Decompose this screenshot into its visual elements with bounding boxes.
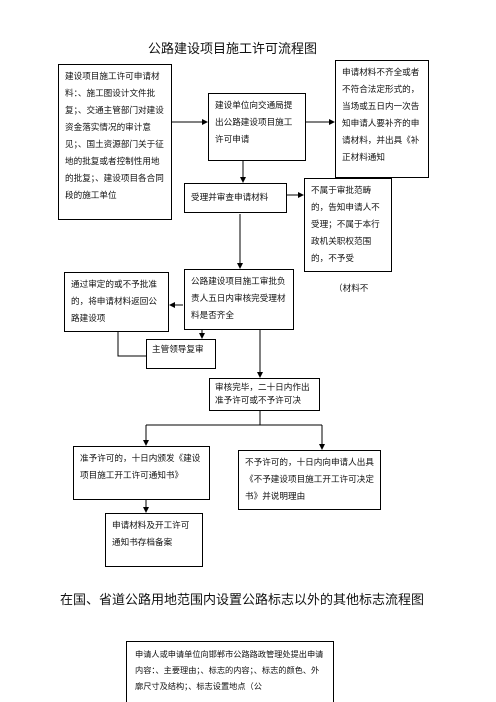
line-leader-loop	[117, 330, 146, 357]
box-accept-and-review: 受理并审查申请材料	[184, 183, 287, 213]
box-submit-application: 建设单位向交通局提出公路建设项目施工许可申请	[208, 93, 306, 161]
box-leader-review: 主管领导复审	[146, 339, 216, 369]
not-accepted-overflow-text: （材料不	[334, 284, 369, 294]
box-approve-permit: 准予许可的，十日内颁发《建设项目施工开工许可通知书》	[73, 446, 210, 500]
box-review-completeness: 公路建设项目施工审批负责人五日内审核完受理材料是否齐全	[184, 269, 294, 330]
box-returned-materials: 通过审定的或不予批准的，将申请材料返回公路建设项	[64, 272, 169, 332]
flowchart-title: 公路建设项目施工许可流程图	[148, 42, 318, 57]
box-decision: 审核完毕，二十日内作出准予许可或不予许可决	[209, 378, 320, 411]
section2-title: 在国、省道公路用地范围内设置公路标志以外的其他标志流程图	[60, 593, 425, 608]
box-incomplete-materials: 申请材料不齐全或者不符合法定形式的，当场或五日内一次告知申请人要补齐的申请材料，…	[335, 60, 429, 178]
box-sign-application: 申请人或申请单位向邯郸市公路路政管理处提出申请内容：、主要理由；、标志的内容；、…	[126, 641, 334, 702]
box-not-accepted: 不属于审批范畴的，告知申请人不受理；不属于本行政机关职权范围的，不予受	[304, 178, 392, 272]
box-reject-permit: 不予许可的，十日内向申请人出具《不予建设项目施工开工许可决定书》并说明理由	[238, 450, 381, 510]
box-archive: 申请材料及开工许可通知书存档备案	[105, 513, 203, 567]
box-application-materials: 建设项目施工许可申请材料：、施工图设计文件批复；、交通主管部门对建设资金落实情况…	[58, 64, 172, 220]
